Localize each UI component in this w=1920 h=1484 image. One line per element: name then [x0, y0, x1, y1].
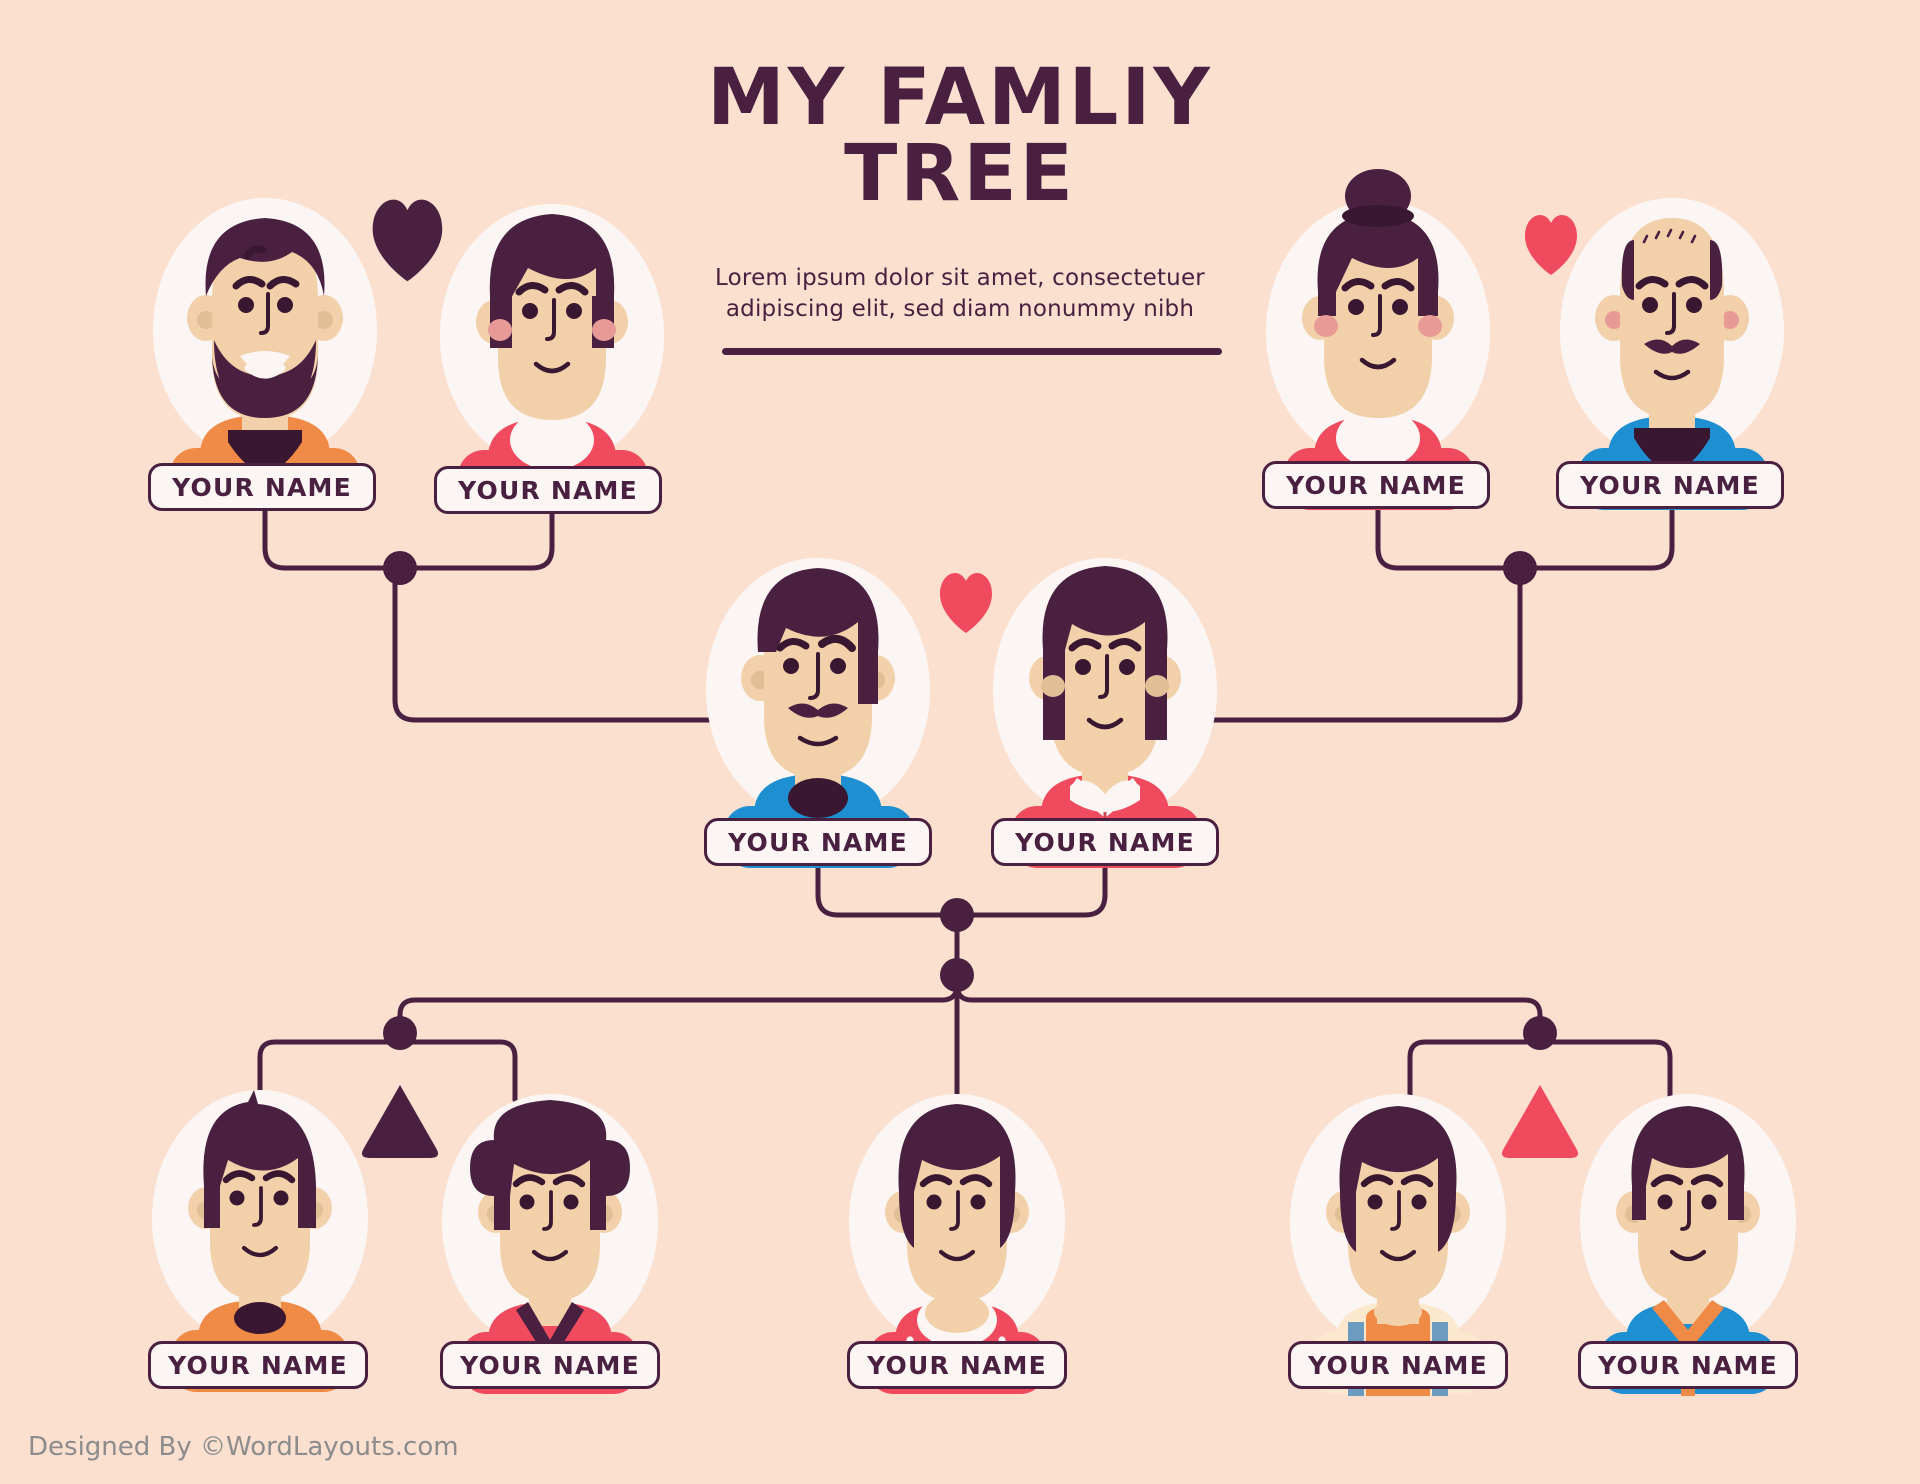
heart-left-icon — [372, 199, 443, 282]
title-line-1: MY FAMLIY — [707, 53, 1213, 143]
plate-child-4[interactable]: YOUR NAME — [1288, 1341, 1508, 1389]
junction-dot — [940, 898, 974, 932]
junction-dot — [1523, 1016, 1557, 1050]
plate-parent-2[interactable]: YOUR NAME — [991, 818, 1219, 866]
person-gp-right-2[interactable] — [1560, 198, 1784, 510]
person-gp-left-1[interactable] — [153, 198, 377, 510]
subtitle-line-1: Lorem ipsum dolor sit amet, consectetuer — [715, 265, 1205, 291]
title-line-2: TREE — [844, 129, 1076, 220]
junction-dot — [940, 958, 974, 992]
plate-child-5[interactable]: YOUR NAME — [1578, 1341, 1798, 1389]
junction-dot — [383, 1016, 417, 1050]
plate-child-1[interactable]: YOUR NAME — [148, 1341, 368, 1389]
plate-child-2[interactable]: YOUR NAME — [440, 1341, 660, 1389]
plate-gp-right-1[interactable]: YOUR NAME — [1262, 461, 1490, 509]
person-child-1[interactable] — [152, 1090, 368, 1392]
design-credit: Designed By ©WordLayouts.com — [28, 1432, 459, 1462]
title-divider — [722, 348, 1222, 355]
page-title: MY FAMLIY TREE — [0, 53, 1920, 220]
junction-dot — [1503, 551, 1537, 585]
plate-gp-left-1[interactable]: YOUR NAME — [148, 463, 376, 511]
person-gp-right-1[interactable] — [1266, 169, 1490, 510]
plate-child-3[interactable]: YOUR NAME — [847, 1341, 1067, 1389]
subtitle-line-2: adipiscing elit, sed diam nonummy nibh — [725, 296, 1195, 323]
sibling-marker-left-icon — [362, 1085, 438, 1158]
person-child-2[interactable] — [442, 1094, 658, 1394]
plate-parent-1[interactable]: YOUR NAME — [704, 818, 932, 866]
plate-gp-right-2[interactable]: YOUR NAME — [1556, 461, 1784, 509]
heart-right-icon — [1525, 214, 1577, 275]
heart-center-icon — [940, 572, 992, 633]
page-subtitle: Lorem ipsum dolor sit amet, consectetuer… — [0, 263, 1920, 325]
junction-dot — [383, 551, 417, 585]
sibling-marker-right-icon — [1502, 1085, 1578, 1158]
plate-gp-left-2[interactable]: YOUR NAME — [434, 466, 662, 514]
